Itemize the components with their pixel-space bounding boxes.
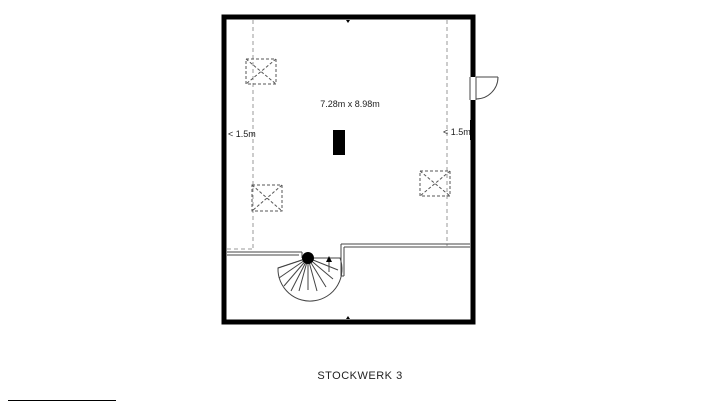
scale-bar [8,400,116,401]
chimney [333,130,345,155]
bottom-wall-mark [346,316,350,319]
skylight [419,170,451,197]
outer-walls [221,14,476,325]
door [469,76,499,100]
spiral-staircase [277,252,343,302]
room-dimensions-label: 7.28m x 8.98m [320,99,380,109]
stair-partition-left [227,251,303,258]
stair-direction-arrow [326,256,332,262]
floor-name-label: STOCKWERK 3 [317,370,403,382]
right-height-marker: < 1.5m [443,127,471,137]
top-wall-mark [346,20,350,23]
stair-partition-right [340,243,470,277]
skylight [245,58,277,85]
right-wall-overlay [470,120,472,140]
skylight [251,184,283,212]
door-opening [470,77,476,100]
left-height-marker: < 1.5m [228,129,256,139]
